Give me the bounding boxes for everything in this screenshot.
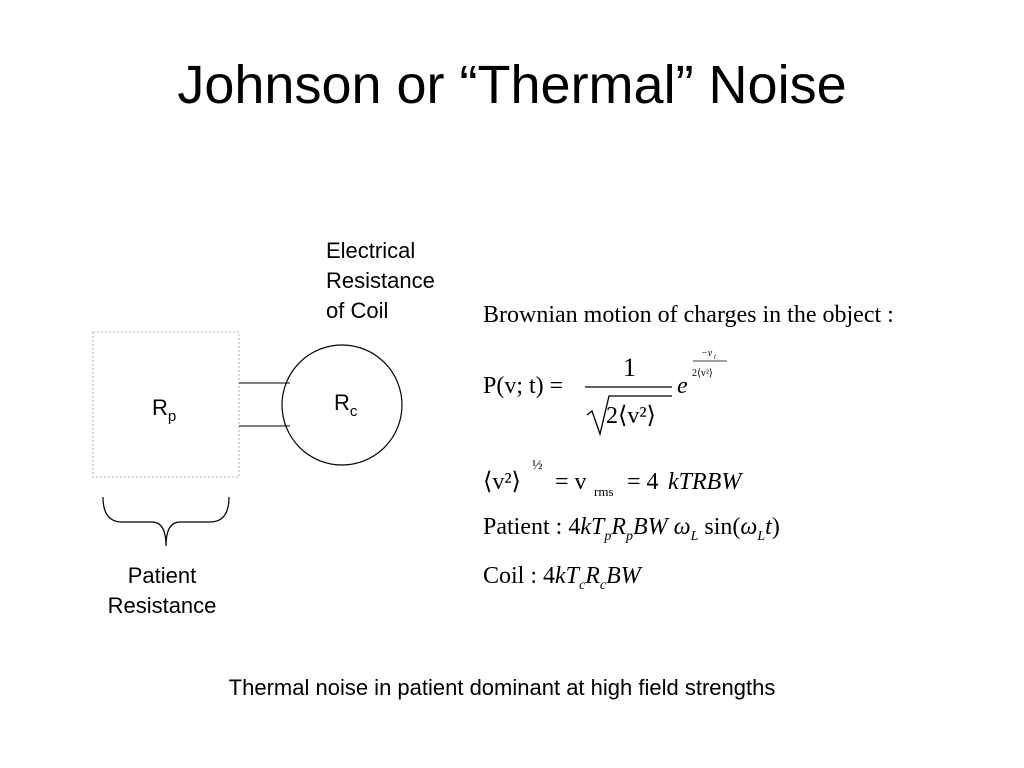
coil-eq-label: Coil : 4 <box>483 563 556 589</box>
probability-lhs: P(v; t) = <box>483 373 563 399</box>
rms-middle-sub: rms <box>594 484 614 499</box>
coil-resistance-label: Electrical Resistance of Coil <box>326 236 435 326</box>
rms-power: ½ <box>532 458 543 473</box>
sqrt-sign <box>586 395 672 437</box>
rms-lhs: ⟨v²⟩ <box>483 469 521 495</box>
coil-resistance-symbol: Rc <box>334 390 358 420</box>
rms-rhs: kTRBW <box>668 469 743 495</box>
exp-base: e <box>677 373 688 399</box>
exp-numerator: −v <box>701 348 713 359</box>
rms-rhs-prefix: = 4 <box>627 469 659 495</box>
patient-brace <box>102 496 230 547</box>
patient-eq-label: Patient : 4 <box>483 514 581 540</box>
patient-resistance-symbol: Rp <box>152 395 177 425</box>
slide-title: Johnson or “Thermal” Noise <box>177 55 847 115</box>
patient-resistance-box <box>92 331 240 478</box>
brownian-motion-text: Brownian motion of charges in the object… <box>483 302 894 328</box>
coil-label-line: Electrical <box>326 238 416 263</box>
exp-denominator: 2⟨v²⟩ <box>692 368 713 379</box>
patient-label-line: Patient <box>127 563 197 588</box>
exp-numerator-sub: t <box>714 353 717 361</box>
patient-noise-equation: Patient : 4kTpRpBW ωL sin(ωLt) <box>483 514 780 544</box>
patient-resistance-label: Patient Resistance <box>92 561 232 621</box>
probability-denominator: 2⟨v²⟩ <box>606 403 656 429</box>
patient-label-line: Resistance <box>107 593 217 618</box>
coil-resistance-circle <box>281 344 403 466</box>
slide-caption: Thermal noise in patient dominant at hig… <box>228 675 776 700</box>
probability-numerator: 1 <box>623 353 636 382</box>
rms-middle: = v <box>555 469 587 495</box>
coil-label-line: Resistance <box>326 268 435 293</box>
probability-equation: P(v; t) = 1 2⟨v²⟩ e −v t 2⟨v²⟩ <box>483 348 727 437</box>
coil-noise-equation: Coil : 4kTcRcBW <box>483 563 641 593</box>
rms-equation: ⟨v²⟩ ½ = v rms = 4 kTRBW <box>483 458 743 499</box>
coil-label-line: of Coil <box>326 298 389 323</box>
